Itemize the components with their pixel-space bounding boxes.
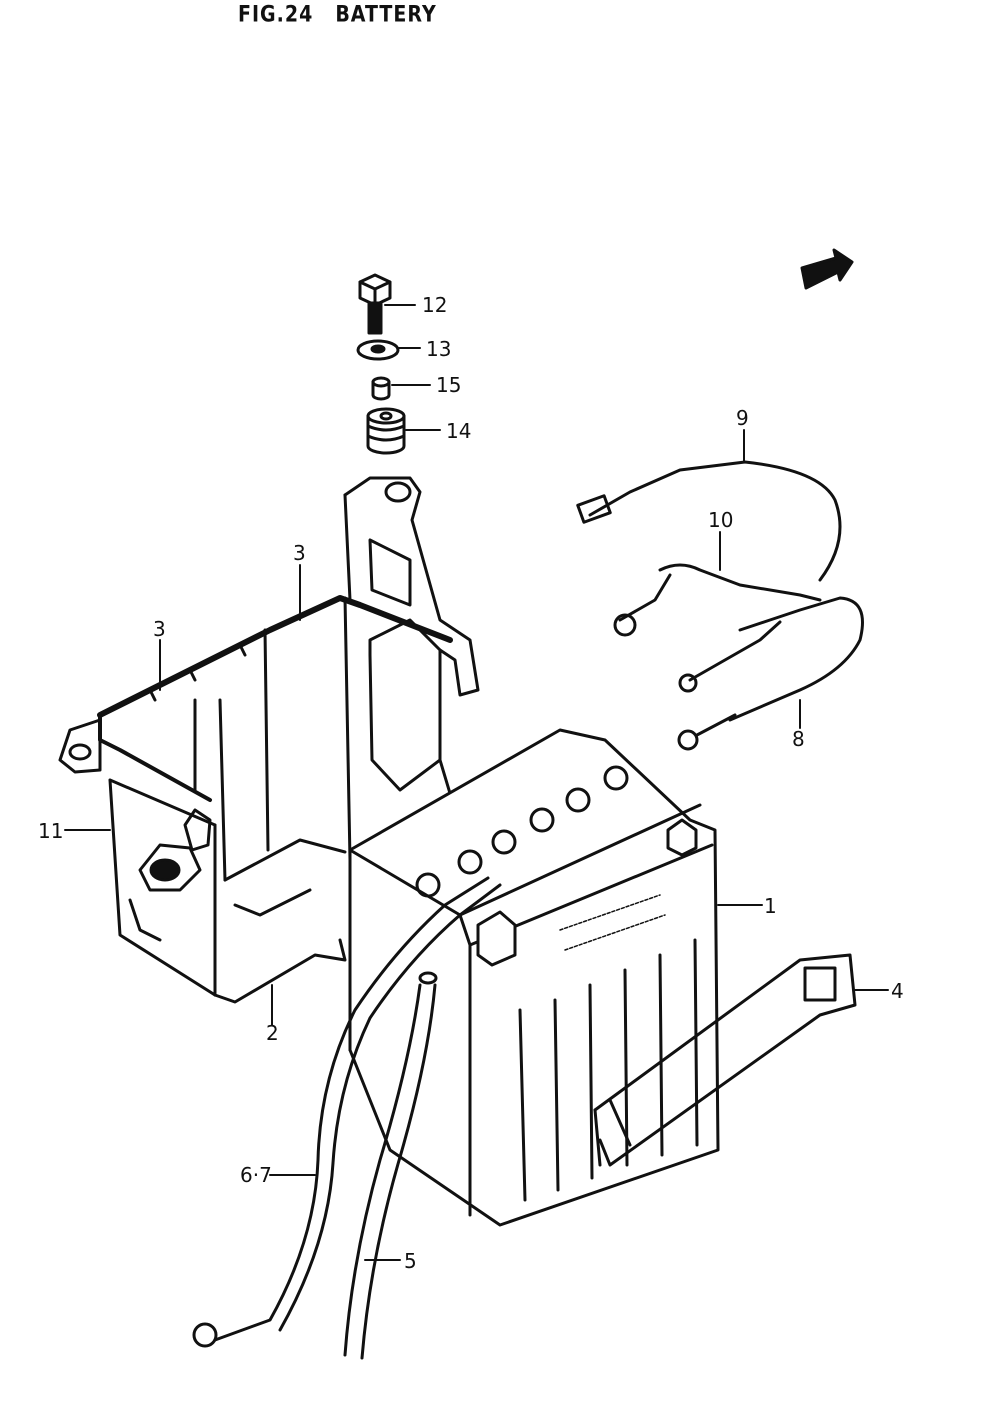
callout-12: 12	[422, 293, 447, 317]
callout-13: 13	[426, 337, 451, 361]
battery-case-part	[58, 476, 480, 1004]
callout-2: 2	[266, 1021, 279, 1045]
figure-number: FIG.24	[238, 2, 314, 28]
callout-3-right: 3	[293, 541, 306, 565]
callout-4: 4	[891, 979, 904, 1003]
direction-arrow-icon	[800, 248, 854, 290]
callout-9: 9	[736, 406, 749, 430]
cable-5-part	[343, 971, 438, 1360]
callout-3-left: 3	[153, 617, 166, 641]
leader-lines	[64, 304, 889, 1261]
callout-14: 14	[446, 419, 471, 443]
callout-15: 15	[436, 373, 461, 397]
callout-5: 5	[404, 1249, 417, 1273]
battery-cell-caps	[415, 765, 629, 898]
washer-part	[356, 339, 400, 361]
figure-name: BATTERY	[335, 2, 437, 28]
callout-8: 8	[792, 727, 805, 751]
grommet-part	[366, 407, 406, 455]
figure-title: FIG.24 BATTERY	[238, 2, 437, 27]
callout-11: 11	[38, 819, 63, 843]
bolt-part	[358, 273, 392, 335]
collar-part	[371, 376, 391, 401]
callout-6-7: 6·7	[240, 1163, 272, 1187]
callout-1: 1	[764, 894, 777, 918]
cable-6-7-part	[192, 876, 502, 1348]
cable-9-part	[576, 460, 842, 582]
cable-10-part	[613, 563, 864, 751]
strap-part	[593, 953, 857, 1167]
callout-10: 10	[708, 508, 733, 532]
battery-part	[348, 728, 720, 1227]
